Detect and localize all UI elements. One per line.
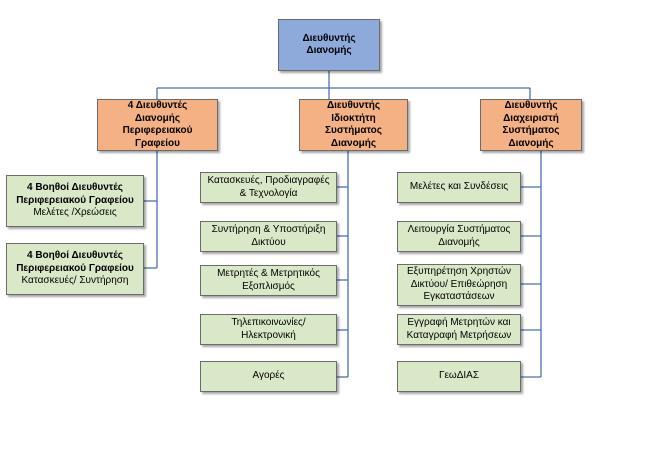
operator-unit-box: Εγγραφή Μετρητών και Καταγραφή Μετρήσεων	[397, 314, 521, 345]
operator-unit-label: Λειτουργία Συστήματος Διανομής	[407, 224, 511, 248]
operator-unit-label: Εγγραφή Μετρητών και Καταγραφή Μετρήσεων	[406, 317, 512, 341]
root-director-title: Διευθυντής Διανομής	[302, 32, 356, 57]
operator-unit-box: Μελέτες και Συνδέσεις	[397, 172, 521, 203]
operator-manager-box: Διευθυντής Διαχειριστή Συστήματος Διανομ…	[480, 99, 582, 151]
operator-unit-box: Λειτουργία Συστήματος Διανομής	[397, 221, 521, 252]
operator-unit-box: Εξυπηρέτηση Χρηστών Δικτύου/ Επιθεώρηση …	[397, 264, 521, 306]
owner-unit-label: Κατασκευές, Προδιαγραφές & Τεχνολογία	[207, 175, 330, 199]
owner-unit-box: Κατασκευές, Προδιαγραφές & Τεχνολογία	[200, 172, 337, 203]
regional-assistant-subtitle: Κατασκευές/ Συντήρηση	[21, 275, 129, 287]
regional-assistant-box: 4 Βοηθοί Διευθυντές Περιφερειακού Γραφεί…	[6, 243, 144, 295]
operator-manager-title: Διευθυντής Διαχειριστή Συστήματος Διανομ…	[502, 100, 560, 149]
owner-unit-box: Μετρητές & Μετρητικός Εξοπλισμός	[200, 265, 337, 296]
operator-unit-label: Μελέτες και Συνδέσεις	[409, 181, 509, 193]
regional-assistant-title: 4 Βοηθοί Διευθυντές Περιφερειακού Γραφεί…	[16, 182, 134, 206]
regional-assistant-box: 4 Βοηθοί Διευθυντές Περιφερειακού Γραφεί…	[6, 175, 144, 227]
owner-manager-box: Διευθυντής Ιδιοκτήτη Συστήματος Διανομής	[299, 99, 408, 151]
owner-unit-label: Μετρητές & Μετρητικός Εξοπλισμός	[217, 268, 320, 292]
regional-managers-title: 4 Διευθυντές Διανομής Περιφερειακού Γραφ…	[122, 100, 193, 149]
owner-unit-box: Τηλεπικοινωνίες/ Ηλεκτρονική	[200, 314, 337, 345]
owner-unit-box: Αγορές	[200, 361, 337, 392]
owner-unit-label: Αγορές	[252, 370, 285, 382]
root-director-box: Διευθυντής Διανομής	[278, 19, 380, 71]
regional-assistant-title: 4 Βοηθοί Διευθυντές Περιφερειακού Γραφεί…	[16, 250, 134, 274]
regional-assistant-subtitle: Μελέτες /Χρεώσεις	[33, 207, 117, 219]
operator-unit-label: Εξυπηρέτηση Χρηστών Δικτύου/ Επιθεώρηση …	[407, 266, 511, 303]
owner-unit-label: Συντήρηση & Υποστήριξη Δικτύου	[211, 224, 326, 248]
operator-unit-box: ΓεωΔΙΑΣ	[397, 361, 521, 392]
regional-managers-box: 4 Διευθυντές Διανομής Περιφερειακού Γραφ…	[97, 99, 218, 151]
owner-unit-label: Τηλεπικοινωνίες/ Ηλεκτρονική	[231, 317, 306, 341]
owner-manager-title: Διευθυντής Ιδιοκτήτη Συστήματος Διανομής	[325, 100, 382, 149]
operator-unit-label: ΓεωΔΙΑΣ	[438, 370, 480, 382]
owner-unit-box: Συντήρηση & Υποστήριξη Δικτύου	[200, 221, 337, 252]
